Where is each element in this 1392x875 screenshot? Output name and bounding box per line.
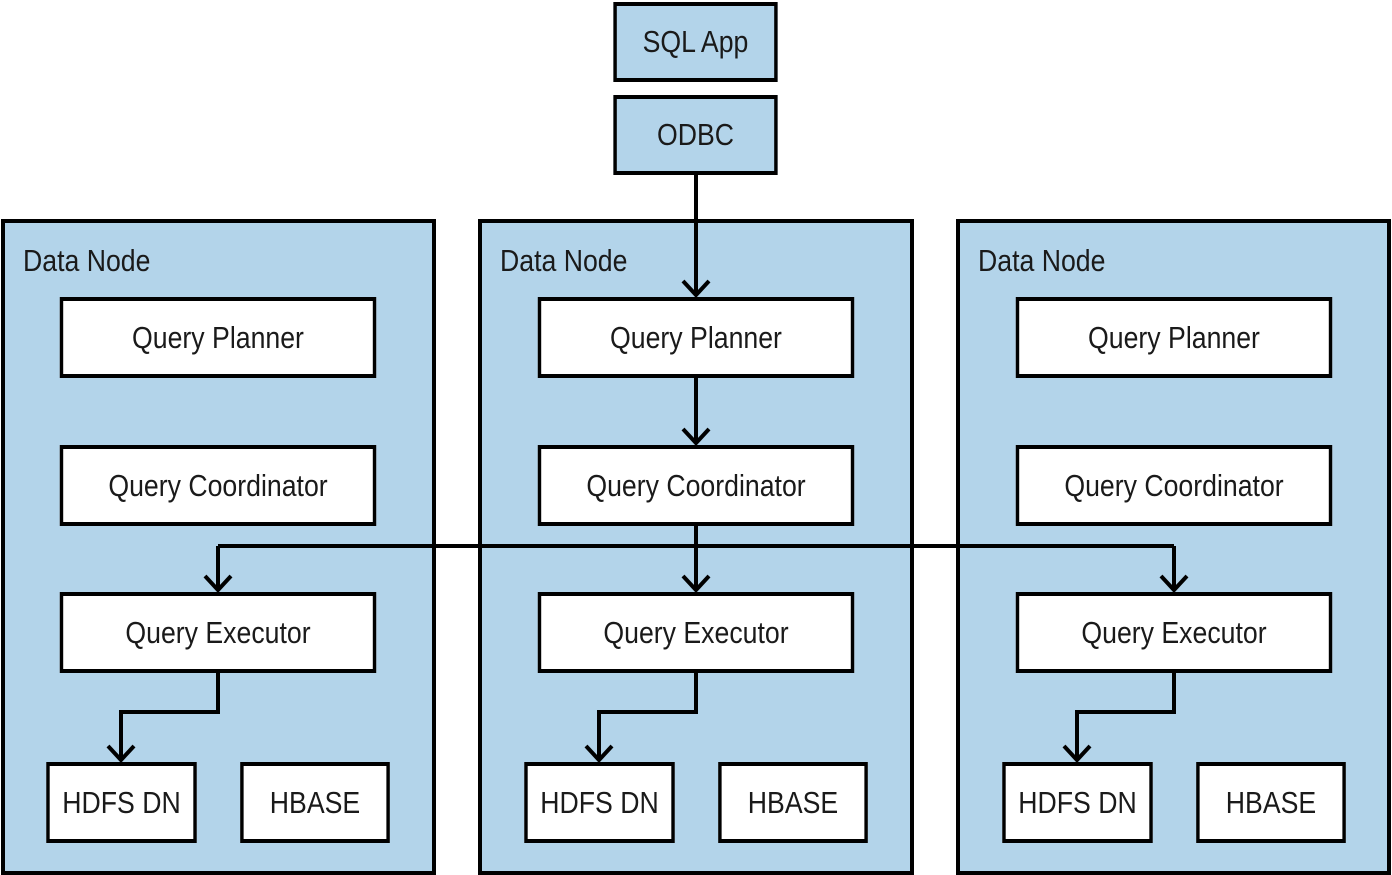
hdfs-dn-label: HDFS DN: [540, 784, 659, 820]
query-executor-box: Query Executor: [1015, 592, 1333, 673]
hbase-box: HBASE: [240, 762, 390, 843]
query-planner-label: Query Planner: [132, 319, 304, 355]
hbase-box: HBASE: [1196, 762, 1346, 843]
query-planner-box: Query Planner: [1015, 297, 1333, 378]
hdfs-dn-label: HDFS DN: [1018, 784, 1137, 820]
query-coordinator-label: Query Coordinator: [586, 467, 806, 503]
hdfs-dn-label: HDFS DN: [62, 784, 181, 820]
query-coordinator-box: Query Coordinator: [59, 445, 377, 526]
query-coordinator-label: Query Coordinator: [1064, 467, 1284, 503]
query-planner-box: Query Planner: [59, 297, 377, 378]
query-executor-label: Query Executor: [1081, 614, 1267, 650]
query-executor-box: Query Executor: [59, 592, 377, 673]
data-node-title: Data Node: [23, 243, 151, 278]
data-node-title: Data Node: [500, 243, 628, 278]
query-planner-label: Query Planner: [610, 319, 782, 355]
hdfs-dn-box: HDFS DN: [524, 762, 675, 843]
odbc-label: ODBC: [656, 117, 735, 152]
query-coordinator-box: Query Coordinator: [537, 445, 855, 526]
hbase-label: HBASE: [269, 784, 361, 820]
query-planner-box: Query Planner: [537, 297, 855, 378]
hbase-label: HBASE: [1225, 784, 1317, 820]
sql-app-label: SQL App: [642, 24, 749, 59]
hdfs-dn-box: HDFS DN: [46, 762, 197, 843]
query-planner-label: Query Planner: [1088, 319, 1260, 355]
query-executor-label: Query Executor: [603, 614, 789, 650]
hbase-box: HBASE: [718, 762, 868, 843]
query-executor-box: Query Executor: [537, 592, 855, 673]
sql-app-box: SQL App: [613, 2, 778, 82]
hdfs-dn-box: HDFS DN: [1002, 762, 1153, 843]
query-executor-label: Query Executor: [125, 614, 311, 650]
hbase-label: HBASE: [747, 784, 839, 820]
query-coordinator-box: Query Coordinator: [1015, 445, 1333, 526]
data-node-title: Data Node: [978, 243, 1106, 278]
odbc-box: ODBC: [613, 95, 778, 175]
query-coordinator-label: Query Coordinator: [108, 467, 328, 503]
